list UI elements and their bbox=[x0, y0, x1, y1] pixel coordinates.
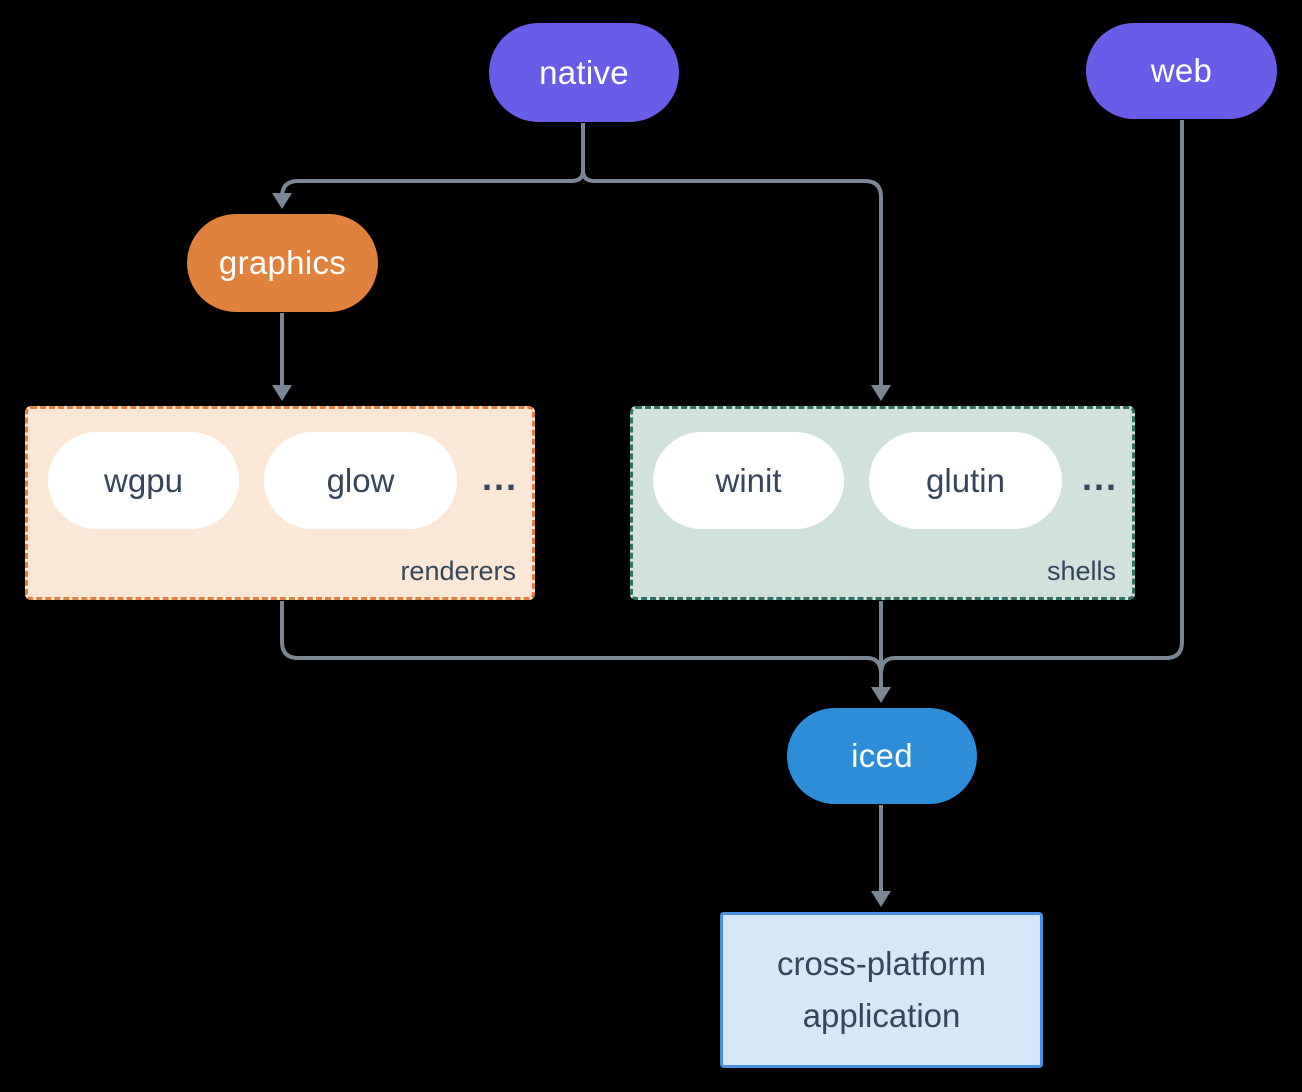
renderers-ellipsis: ... bbox=[481, 457, 518, 498]
group-renderers: wgpu glow ... renderers bbox=[25, 406, 535, 600]
application-label-line2: application bbox=[802, 997, 961, 1034]
edge-merge-fillet-right bbox=[879, 656, 896, 675]
node-glow-label: glow bbox=[326, 461, 395, 499]
shells-group-label: shells bbox=[1046, 556, 1116, 586]
arrowhead-shells bbox=[871, 385, 891, 401]
node-glutin-label: glutin bbox=[926, 461, 1005, 499]
node-wgpu: wgpu bbox=[48, 432, 239, 529]
node-graphics: graphics bbox=[187, 214, 378, 312]
node-winit: winit bbox=[653, 432, 844, 529]
node-native: native bbox=[489, 23, 679, 122]
renderers-group-label: renderers bbox=[400, 556, 516, 586]
application-label-line1: cross-platform bbox=[776, 945, 987, 982]
node-native-label: native bbox=[539, 53, 629, 91]
edge-merge-fillet-left bbox=[866, 656, 883, 675]
edge-web-to-merge bbox=[895, 120, 1184, 660]
group-shells: winit glutin ... shells bbox=[630, 406, 1135, 600]
arrowhead-renderers bbox=[272, 385, 292, 401]
shells-ellipsis: ... bbox=[1081, 457, 1118, 498]
edge-renderers-to-merge bbox=[280, 601, 867, 660]
arrowhead-application bbox=[871, 891, 891, 907]
edge-native-to-graphics bbox=[280, 170, 585, 198]
node-glutin: glutin bbox=[869, 432, 1062, 529]
node-iced: iced bbox=[787, 708, 977, 804]
node-web-label: web bbox=[1150, 52, 1213, 89]
node-application: cross-platform application bbox=[720, 912, 1043, 1068]
node-iced-label: iced bbox=[851, 737, 913, 774]
node-web: web bbox=[1086, 23, 1277, 119]
node-winit-label: winit bbox=[715, 461, 782, 499]
node-wgpu-label: wgpu bbox=[104, 461, 183, 499]
arrowhead-iced bbox=[871, 687, 891, 703]
node-glow: glow bbox=[264, 432, 457, 529]
node-graphics-label: graphics bbox=[218, 244, 347, 281]
edge-native-to-shells bbox=[581, 170, 883, 385]
arrowhead-graphics bbox=[272, 193, 292, 209]
